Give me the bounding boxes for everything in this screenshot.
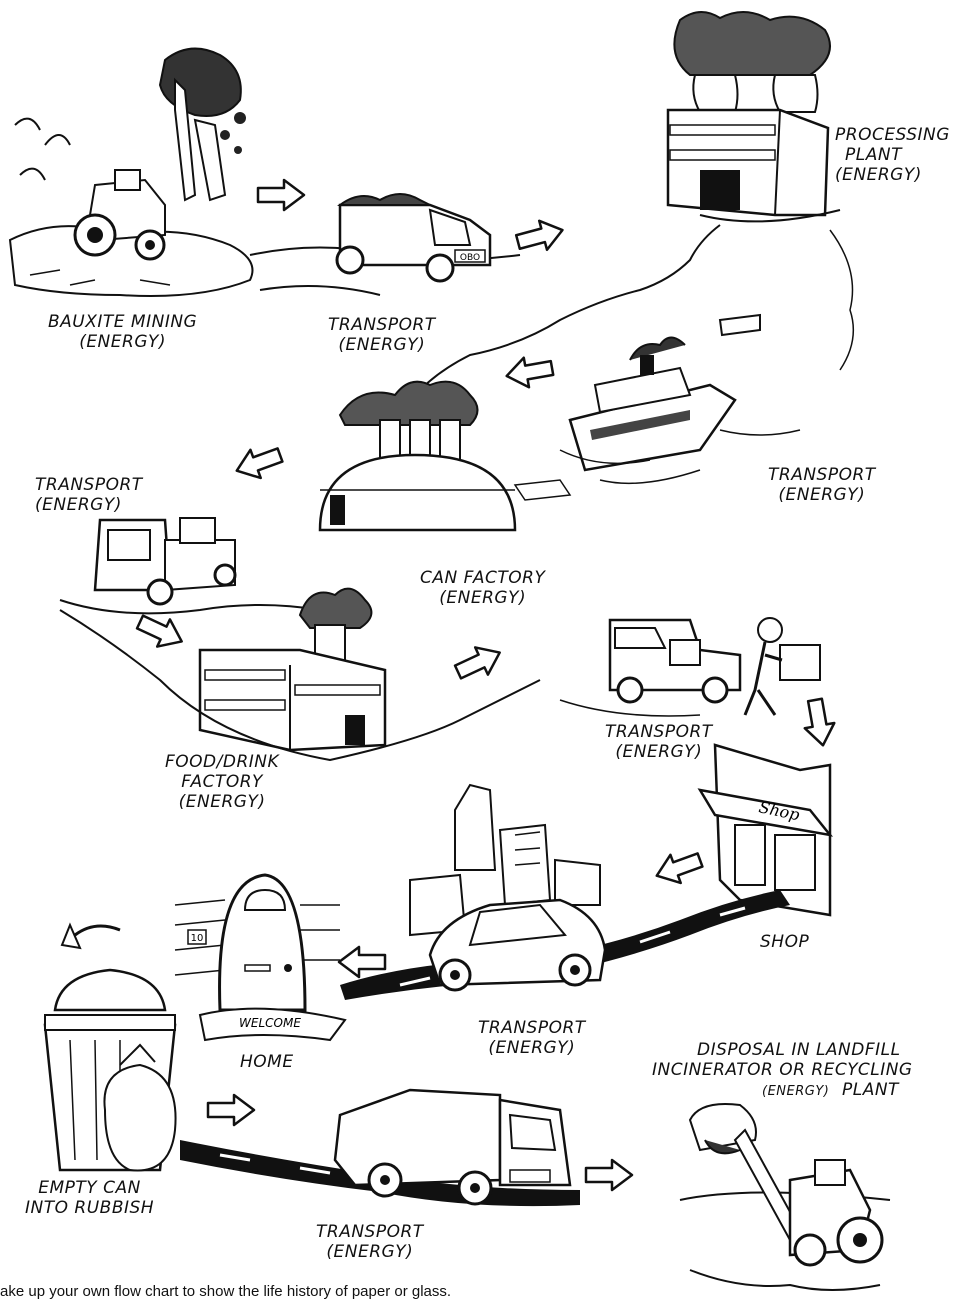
label-transport-delivery-text: TRANSPORT — [605, 722, 713, 742]
rubbish-bin-scene — [43, 922, 177, 1172]
city-road-scene — [340, 783, 790, 1000]
label-transport-truck: TRANSPORT (ENERGY) — [316, 1222, 424, 1262]
label-home: HOME — [240, 1052, 294, 1072]
label-processing-text: PROCESSING — [835, 125, 950, 145]
label-processing-energy: (ENERGY) — [835, 165, 922, 185]
delivery-transport-scene — [559, 617, 821, 717]
label-transport-truck-energy: (ENERGY) — [326, 1242, 414, 1262]
label-into-rubbish-text: INTO RUBBISH — [25, 1198, 155, 1218]
label-bauxite-mining-text: BAUXITE MINING — [48, 312, 198, 332]
label-food-drink-text: FOOD/DRINK — [165, 752, 280, 772]
label-plant-text: PLANT — [845, 145, 902, 165]
coastline — [419, 224, 721, 391]
ship-scene — [559, 313, 801, 485]
transport-van-scene: OBO — [249, 193, 521, 296]
processing-plant-scene — [666, 11, 841, 223]
arrow-car-to-home — [337, 945, 387, 979]
label-transport-ship-energy: (ENERGY) — [778, 485, 866, 505]
label-disposal-energy: (ENERGY) — [762, 1084, 830, 1099]
arrow-transport-to-processing — [512, 214, 568, 258]
welcome-mat-text: WELCOME — [239, 1016, 301, 1030]
house-number: 10 — [191, 933, 204, 944]
label-factory-text: FACTORY — [181, 772, 263, 792]
label-transport-car-energy: (ENERGY) — [488, 1038, 576, 1058]
coastline-right — [829, 229, 855, 371]
label-food-drink-factory: FOOD/DRINK FACTORY (ENERGY) — [165, 752, 279, 812]
label-transport-van-text: TRANSPORT — [35, 475, 143, 495]
arrow-truck-to-disposal — [584, 1158, 634, 1192]
garbage-truck-scene — [180, 1088, 580, 1207]
can-factory-scene — [318, 380, 572, 532]
label-transport-ship-text: TRANSPORT — [768, 465, 876, 485]
label-transport-car-text: TRANSPORT — [478, 1018, 586, 1038]
food-drink-factory-scene — [59, 587, 541, 762]
label-disposal: DISPOSAL IN LANDFILL INCINERATOR OR RECY… — [652, 1040, 913, 1102]
label-transport-van-energy: (ENERGY) — [35, 495, 122, 515]
label-food-drink-energy: (ENERGY) — [178, 792, 266, 812]
transport-lorry-scene — [59, 517, 321, 615]
label-empty-can: EMPTY CAN INTO RUBBISH — [25, 1178, 154, 1218]
label-bauxite-mining: BAUXITE MINING (ENERGY) — [48, 312, 197, 352]
label-processing-plant: PROCESSING PLANT (ENERGY) — [835, 125, 950, 185]
label-transport-delivery: TRANSPORT (ENERGY) — [605, 722, 713, 762]
label-disposal-plant: PLANT — [841, 1080, 899, 1100]
bauxite-mining-scene — [8, 47, 254, 297]
label-can-factory-text: CAN FACTORY — [420, 568, 546, 588]
shop-scene: Shop — [697, 743, 834, 917]
arrow-can-factory-to-lorry — [230, 439, 287, 487]
label-shop: SHOP — [760, 932, 809, 952]
van-plate: OBO — [460, 253, 480, 263]
label-transport-ship: TRANSPORT (ENERGY) — [768, 465, 876, 505]
arrow-ship-to-can-factory — [502, 351, 556, 393]
label-shop-text: SHOP — [760, 932, 810, 952]
arrow-lorry-to-food-factory — [132, 607, 190, 657]
label-transport-1-energy: (ENERGY) — [338, 335, 426, 355]
disposal-scene — [679, 1103, 891, 1291]
label-home-text: HOME — [240, 1052, 294, 1072]
label-can-factory-energy: (ENERGY) — [439, 588, 527, 608]
label-disposal-text: DISPOSAL IN LANDFILL — [697, 1040, 901, 1060]
label-transport-truck-text: TRANSPORT — [316, 1222, 424, 1242]
label-transport-1: TRANSPORT (ENERGY) — [328, 315, 436, 355]
home-scene: 10 WELCOME — [174, 873, 347, 1042]
label-transport-car: TRANSPORT (ENERGY) — [478, 1018, 586, 1058]
arrow-home-to-bin — [206, 1093, 256, 1127]
arrow-bauxite-to-transport — [256, 178, 306, 212]
label-can-factory: CAN FACTORY (ENERGY) — [420, 568, 545, 608]
label-transport-1-text: TRANSPORT — [328, 315, 436, 335]
label-incinerator-text: INCINERATOR OR RECYCLING — [652, 1060, 913, 1080]
arrow-food-factory-to-delivery — [450, 637, 508, 687]
label-transport-van: TRANSPORT (ENERGY) — [35, 475, 143, 515]
caption-text: ake up your own flow chart to show the l… — [0, 1283, 452, 1300]
arrow-delivery-to-shop — [798, 696, 840, 750]
label-transport-delivery-energy: (ENERGY) — [615, 742, 703, 762]
arrow-shop-to-car — [650, 844, 707, 892]
label-bauxite-energy: (ENERGY) — [79, 332, 167, 352]
label-empty-can-text: EMPTY CAN — [38, 1178, 141, 1198]
